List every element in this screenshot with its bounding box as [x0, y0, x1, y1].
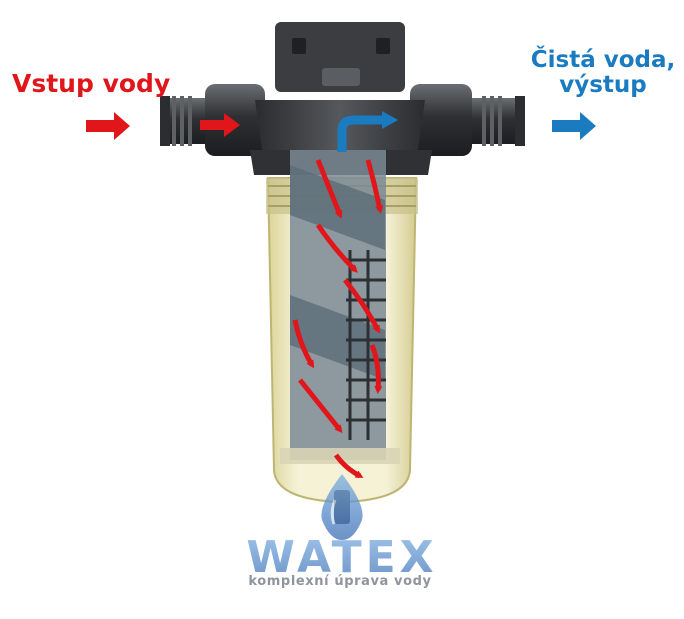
inlet-label: Vstup vody: [12, 70, 170, 97]
brand-name: WATEX: [246, 532, 437, 583]
flow-arrow-icon: [292, 159, 384, 479]
brand-tagline: komplexní úprava vody: [248, 574, 432, 589]
inlet-label-text: Vstup vody: [12, 69, 171, 98]
outlet-label-line2: výstup: [559, 71, 647, 98]
outlet-label-line1: Čistá voda,: [530, 47, 676, 73]
outlet-pipe: [410, 84, 525, 156]
outlet-label: Čistá voda, výstup: [528, 48, 678, 98]
inlet-arrow-icon: [86, 112, 240, 140]
filter-cartridge: [280, 150, 400, 524]
watex-logo-icon: [321, 474, 363, 540]
outlet-arrow-icon: [337, 111, 596, 152]
